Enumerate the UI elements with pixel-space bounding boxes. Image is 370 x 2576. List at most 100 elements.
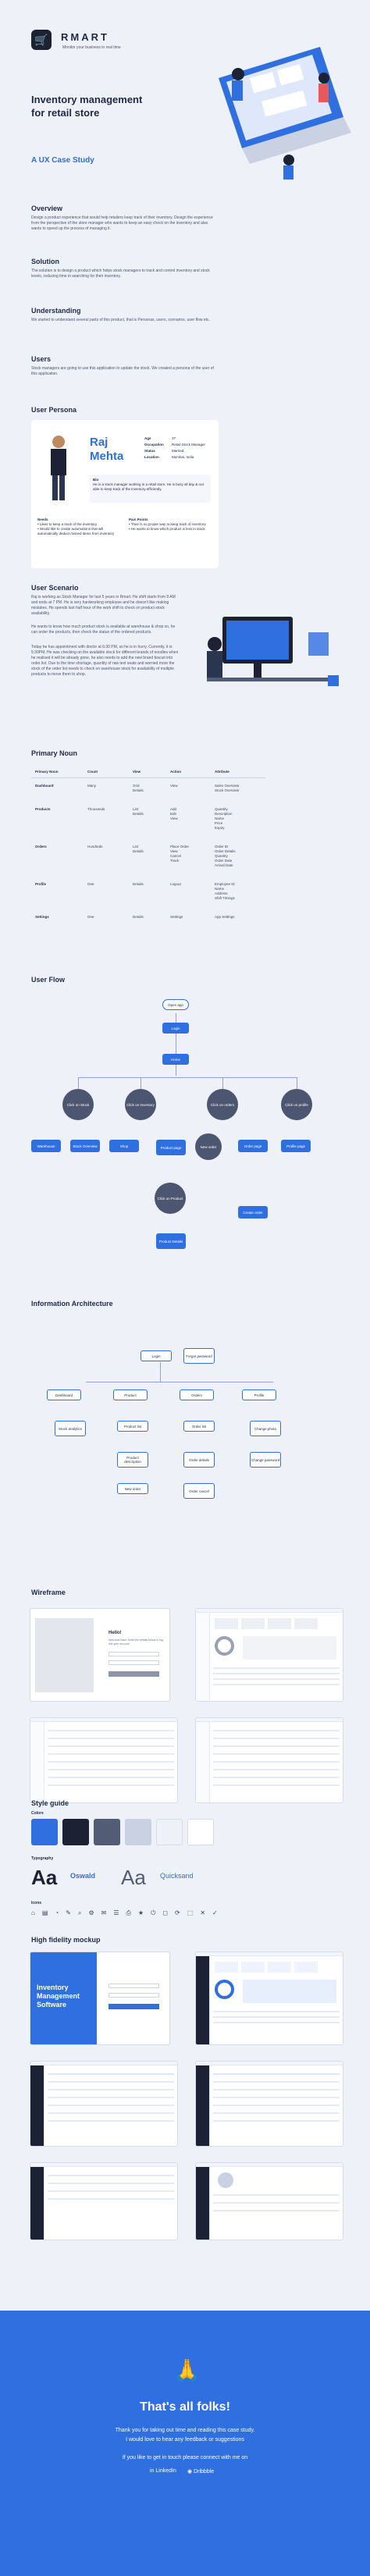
scenario-illustration: [191, 597, 347, 706]
type-sample-2: Aa: [121, 1866, 146, 1889]
brand-name: RMART: [61, 31, 109, 43]
type-name-1: Oswald: [70, 1872, 96, 1880]
noun-cell: Settings: [170, 915, 183, 919]
flow-open-app: Open app: [162, 999, 189, 1010]
flow-click-orders: Click on orders: [207, 1089, 238, 1120]
wireframe-list-1: [30, 1717, 178, 1803]
color-swatch: [94, 1819, 120, 1845]
hifi-list-1: [30, 2061, 178, 2147]
ia-order-details: Order details: [183, 1452, 215, 1468]
noun-table: Primary Noun Count View Action Attribute: [31, 767, 343, 954]
understanding-text: We started to understand several parts o…: [31, 318, 210, 322]
persona-last-name: Mehta: [90, 450, 124, 463]
ia-stock-analytics: Stock analytics: [55, 1421, 86, 1436]
dribbble-link[interactable]: ◉ Dribbble: [187, 2469, 215, 2475]
ia-product-description: Product description: [117, 1452, 148, 1468]
user-flow-diagram: Open app Login Home Click on Stock Click…: [23, 991, 351, 1280]
brand-tagline: Monitor your business in real time: [62, 45, 121, 50]
noun-cell: Employee ID Name Address Shift Timings: [215, 882, 235, 900]
ia-change-photo: Change photo: [250, 1421, 281, 1436]
flow-stock-overview: Stock Overview: [70, 1140, 100, 1152]
style-icon: ☰: [113, 1909, 119, 1916]
hifi-title: High fidelity mockup: [31, 1936, 101, 1944]
noun-title: Primary Noun: [31, 749, 78, 757]
colors-label: Colors: [31, 1811, 44, 1816]
solution-text: The solution is to design a product whic…: [31, 269, 210, 279]
solution-title: Solution: [31, 258, 59, 265]
style-icon: ⎙: [126, 1909, 131, 1916]
overview-text: Design a product experience that would h…: [31, 215, 213, 231]
noun-cell: Quantity Description Name Price Expiry: [215, 807, 233, 830]
linkedin-icon: in: [150, 2468, 155, 2474]
noun-header: Count: [87, 770, 98, 774]
type-name-2: Quicksand: [160, 1872, 194, 1880]
scenario-text-2: He wants to know how much product stock …: [31, 624, 176, 635]
hifi-profile: [195, 2162, 343, 2240]
style-icon: ✕: [200, 1909, 205, 1916]
persona-needs: Needs • Likes to keep a track of the inv…: [37, 518, 115, 535]
color-swatch: [125, 1819, 151, 1845]
noun-cell: Thousands: [87, 807, 105, 811]
noun-cell: View: [170, 784, 178, 788]
flow-shop: Shop: [109, 1140, 139, 1152]
users-text: Stock managers are going to use this app…: [31, 366, 214, 376]
hifi-list-3: [30, 2162, 178, 2240]
noun-cell: Details: [133, 915, 144, 919]
ia-new-order: New order: [117, 1483, 148, 1494]
persona-pain-points: Pain Points • Their is no proper way to …: [129, 518, 206, 531]
persona-bio-box: Bio He is a stock manager working in a r…: [90, 475, 211, 503]
style-icon: ✓: [212, 1909, 218, 1916]
noun-cell: Place Order View Cancel Track: [170, 845, 190, 863]
footer-emoji: 🙏: [173, 2358, 201, 2382]
flow-new-order: New order: [195, 1133, 222, 1160]
ia-forgot: Forgot password: [183, 1348, 215, 1364]
color-swatch: [62, 1819, 89, 1845]
noun-cell: App Settings: [215, 915, 235, 919]
noun-cell: List Details: [133, 845, 144, 853]
hero-illustration: [195, 31, 351, 180]
ia-login: Login: [141, 1350, 172, 1361]
hifi-hero-text: Inventory Management Software: [37, 1984, 80, 2008]
noun-cell: Dashboard: [35, 784, 54, 788]
flow-create-order: Create order: [238, 1206, 268, 1219]
ia-product: Product: [113, 1389, 148, 1400]
style-icon: ⌕: [77, 1909, 82, 1916]
linkedin-link[interactable]: in LinkedIn: [150, 2468, 176, 2474]
wireframe-sub: Welcome back! Enter the details below to…: [109, 1638, 163, 1646]
flow-click-inventory: Click on Inventory: [125, 1089, 156, 1120]
noun-cell: Settings: [35, 915, 49, 919]
brand-logo: 🛒: [31, 30, 52, 50]
flow-profile-page: Profile page: [281, 1140, 311, 1152]
hero-title-line1: Inventory management: [31, 94, 143, 105]
hifi-dashboard: [195, 1952, 343, 2045]
noun-cell: List Details: [133, 807, 144, 816]
noun-cell: Many: [87, 784, 97, 788]
noun-header: Primary Noun: [35, 770, 59, 774]
style-icon: ⚙: [88, 1909, 94, 1916]
ia-profile: Profile: [242, 1389, 276, 1400]
style-icon: ✎: [66, 1909, 71, 1916]
style-icon: ◻: [162, 1909, 169, 1916]
ia-orders: Orders: [180, 1389, 214, 1400]
flow-home: Home: [162, 1054, 189, 1065]
noun-header: Attribute: [215, 770, 229, 774]
scenario-title: User Scenario: [31, 584, 79, 592]
color-swatch: [187, 1819, 214, 1845]
style-icon: ★: [137, 1909, 144, 1916]
footer-line3: If you like to get in touch please conne…: [122, 2455, 248, 2460]
dribbble-icon: ◉: [187, 2469, 193, 2475]
noun-cell: Add Edit View: [170, 807, 178, 820]
noun-cell: Logout: [170, 882, 181, 886]
style-icon: ⏻: [151, 1909, 156, 1916]
flow-product-details: Product Details: [156, 1233, 186, 1249]
wireframe-dashboard: [195, 1608, 343, 1702]
style-icon: ✉: [101, 1909, 107, 1916]
flow-click-profile: Click on profile: [281, 1089, 312, 1120]
overview-title: Overview: [31, 205, 63, 212]
noun-cell: Products: [35, 807, 51, 811]
flow-login: Login: [162, 1023, 189, 1034]
footer-title: That's all folks!: [140, 2400, 230, 2414]
wireframe-title: Wireframe: [31, 1589, 66, 1596]
